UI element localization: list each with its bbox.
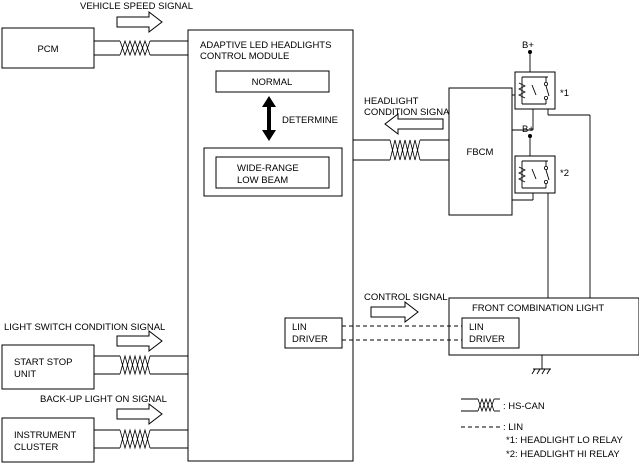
legend-lin-label: : LIN [503, 422, 523, 433]
start-stop-line1: START STOP [14, 357, 72, 368]
adaptive-led-headlights-control-module [187, 29, 354, 462]
fbcm-hs-can-twisted-pair [353, 139, 449, 161]
control-signal-label: CONTROL SIGNAL [364, 292, 448, 303]
control-signal-arrow [370, 300, 419, 324]
module-lin-driver-line2: DRIVER [292, 334, 328, 345]
light-lin-driver-line1: LIN [469, 322, 484, 333]
instrument-cluster-box [1, 417, 95, 463]
light-switch-arrow [116, 329, 163, 353]
headlight-lo-relay: B+ *1 [512, 40, 591, 298]
relay1-mark: *1 [560, 88, 569, 99]
legend-hs-can-label: : HS-CAN [503, 401, 545, 412]
vehicle-speed-signal-label: VEHICLE SPEED SIGNAL [80, 1, 193, 12]
ground-symbol [531, 355, 551, 375]
legend-note-hi-relay: *2: HEADLIGHT HI RELAY [506, 449, 620, 460]
light-lin-driver-box [461, 317, 520, 349]
normal-label: NORMAL [252, 77, 293, 88]
module-lin-driver-line1: LIN [292, 322, 307, 333]
module-lin-driver-box [284, 317, 343, 349]
module-title-line1: ADAPTIVE LED HEADLIGHTS [200, 40, 331, 51]
start-stop-unit-box [1, 344, 95, 390]
instrument-line2: CLUSTER [14, 442, 58, 453]
backup-light-arrow [116, 402, 163, 426]
wide-range-low-beam-box [215, 156, 330, 189]
module-title-line2: CONTROL MODULE [200, 51, 289, 62]
pcm-label: PCM [37, 44, 58, 55]
relay2-b-plus: B+ [522, 124, 534, 135]
backup-light-signal-label: BACK-UP LIGHT ON SIGNAL [40, 394, 167, 405]
legend-hs-can-symbol [461, 397, 500, 413]
pcm-box [1, 27, 95, 69]
legend: : HS-CAN : LIN *1: HEADLIGHT LO RELAY *2… [461, 397, 624, 460]
headlight-hi-relay: B+ *2 [512, 124, 569, 298]
headlight-condition-line2: CONDITION SIGNAL [364, 107, 455, 118]
front-combination-light-label: FRONT COMBINATION LIGHT [472, 303, 604, 314]
pcm-hs-can-twisted-pair [94, 39, 188, 57]
instrument-hs-can-twisted-pair [94, 428, 188, 450]
light-switch-signal-label: LIGHT SWITCH CONDITION SIGNAL [4, 322, 165, 333]
vehicle-speed-arrow [116, 10, 163, 34]
headlight-condition-line1: HEADLIGHT [364, 96, 419, 107]
normal-box [215, 70, 330, 93]
relay2-mark: *2 [560, 168, 569, 179]
instrument-line1: INSTRUMENT [14, 430, 76, 441]
determine-label: DETERMINE [282, 115, 338, 126]
fbcm-box [448, 87, 513, 216]
headlight-condition-arrow [384, 112, 444, 136]
determine-double-arrow [262, 96, 276, 141]
legend-note-lo-relay: *1: HEADLIGHT LO RELAY [506, 435, 624, 446]
start-stop-hs-can-twisted-pair [94, 354, 188, 376]
start-stop-line2: UNIT [14, 369, 36, 380]
wide-range-label-line1: WIDE-RANGE [237, 163, 299, 174]
wide-range-label-line2: LOW BEAM [237, 175, 288, 186]
light-lin-driver-line2: DRIVER [469, 334, 505, 345]
relay1-b-plus: B+ [522, 40, 534, 51]
fbcm-label: FBCM [467, 147, 494, 158]
